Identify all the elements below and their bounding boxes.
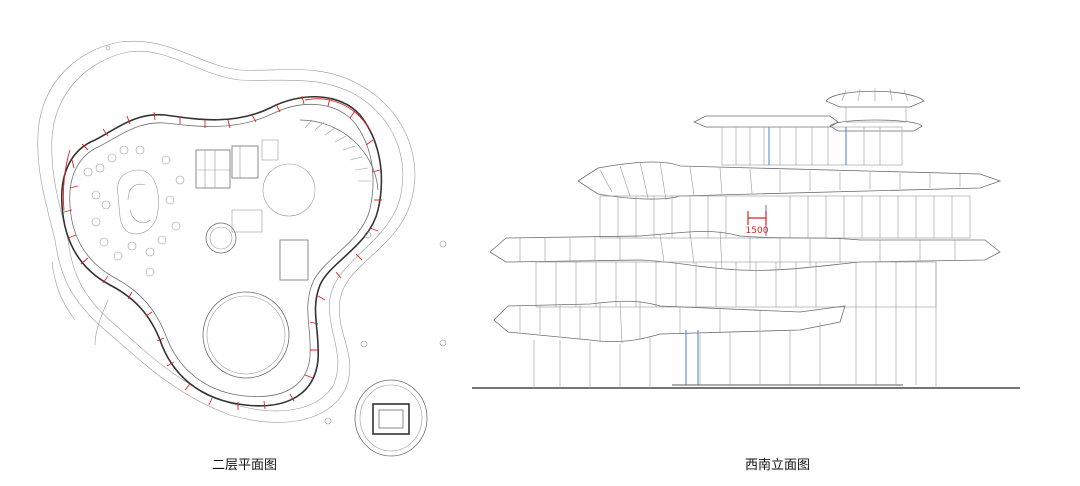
elevation-caption: 西南立面图 <box>745 458 811 473</box>
dimension-label: 1500 <box>746 226 769 236</box>
dimension-marker: 1500 <box>746 211 769 236</box>
plan-caption: 二层平面图 <box>212 458 278 473</box>
